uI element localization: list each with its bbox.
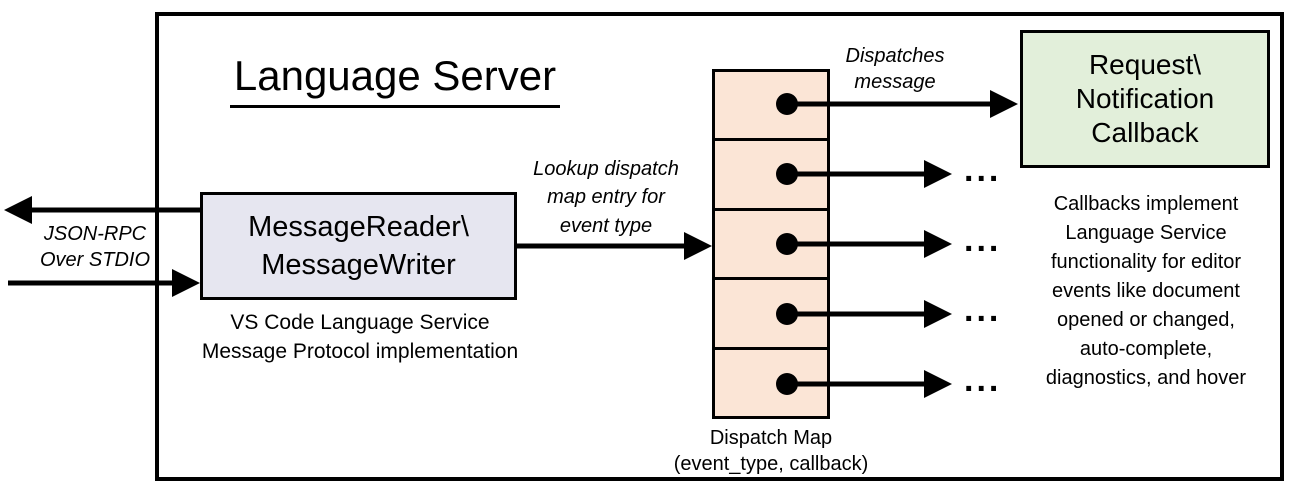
callbacks-note-line3: functionality for editor <box>1050 251 1242 273</box>
callbacks-note-line2: Language Service <box>1065 222 1227 244</box>
diagram-title-text: Language Server <box>229 52 561 108</box>
stdio-transport-label-line1: JSON-RPC <box>43 223 147 245</box>
callback-box-line1: Request\ <box>1088 48 1202 80</box>
callbacks-note-line1: Callbacks implement <box>1053 193 1239 215</box>
message-reader-caption: VS Code Language Service Message Protoco… <box>160 309 560 367</box>
callbacks-description-note: Callbacks implement Language Service fun… <box>1000 190 1291 393</box>
message-reader-caption-line1: VS Code Language Service <box>230 311 490 334</box>
message-reader-writer-box: MessageReader\ MessageWriter <box>200 192 517 300</box>
diagram-title: Language Server <box>200 52 590 108</box>
callbacks-note-line4: events like document <box>1052 280 1240 302</box>
lookup-dispatch-label-line1: Lookup dispatch <box>533 158 679 180</box>
message-reader-writer-line2: MessageWriter <box>261 249 456 281</box>
callbacks-note-line5: opened or changed, <box>1057 309 1235 331</box>
lookup-dispatch-label-line3: event type <box>559 214 653 237</box>
dispatch-map-cell-2 <box>715 138 827 207</box>
stdio-transport-label: JSON-RPC Over STDIO <box>15 221 175 274</box>
stdio-transport-label-line2: Over STDIO <box>39 249 150 272</box>
callbacks-note-line6: auto-complete, <box>1079 338 1213 360</box>
lookup-dispatch-label: Lookup dispatch map entry for event type <box>516 155 696 240</box>
dispatches-message-label-line1: Dispatches <box>845 45 945 67</box>
dispatch-map-cell-3 <box>715 207 827 277</box>
dispatches-message-label-line2: message <box>854 71 936 94</box>
dispatch-map-cell-4 <box>715 277 827 346</box>
dispatch-map-table <box>712 69 830 419</box>
ellipsis-row-2: ... <box>964 151 1002 189</box>
dispatch-map-cell-1 <box>715 72 827 138</box>
ellipsis-row-3: ... <box>964 221 1002 259</box>
ellipsis-row-4: ... <box>964 291 1002 329</box>
message-reader-caption-line2: Message Protocol implementation <box>201 339 519 363</box>
dispatch-map-caption-line2: (event_type, callback) <box>673 453 869 476</box>
dispatch-map-cell-5 <box>715 346 827 416</box>
dispatch-map-caption-line1: Dispatch Map <box>709 427 833 449</box>
lookup-dispatch-label-line2: map entry for <box>547 186 665 209</box>
ellipsis-row-5: ... <box>964 361 1002 399</box>
request-notification-callback-box: Request\ Notification Callback <box>1020 30 1270 168</box>
dispatch-map-caption: Dispatch Map (event_type, callback) <box>646 425 896 478</box>
dispatches-message-label: Dispatches message <box>828 43 962 96</box>
callback-box-line3: Callback <box>1091 117 1199 149</box>
message-reader-writer-line1: MessageReader\ <box>248 210 469 243</box>
callback-box-line2: Notification <box>1075 82 1215 114</box>
callbacks-note-line7: diagnostics, and hover <box>1045 367 1247 389</box>
language-server-boundary-box <box>155 12 1284 481</box>
